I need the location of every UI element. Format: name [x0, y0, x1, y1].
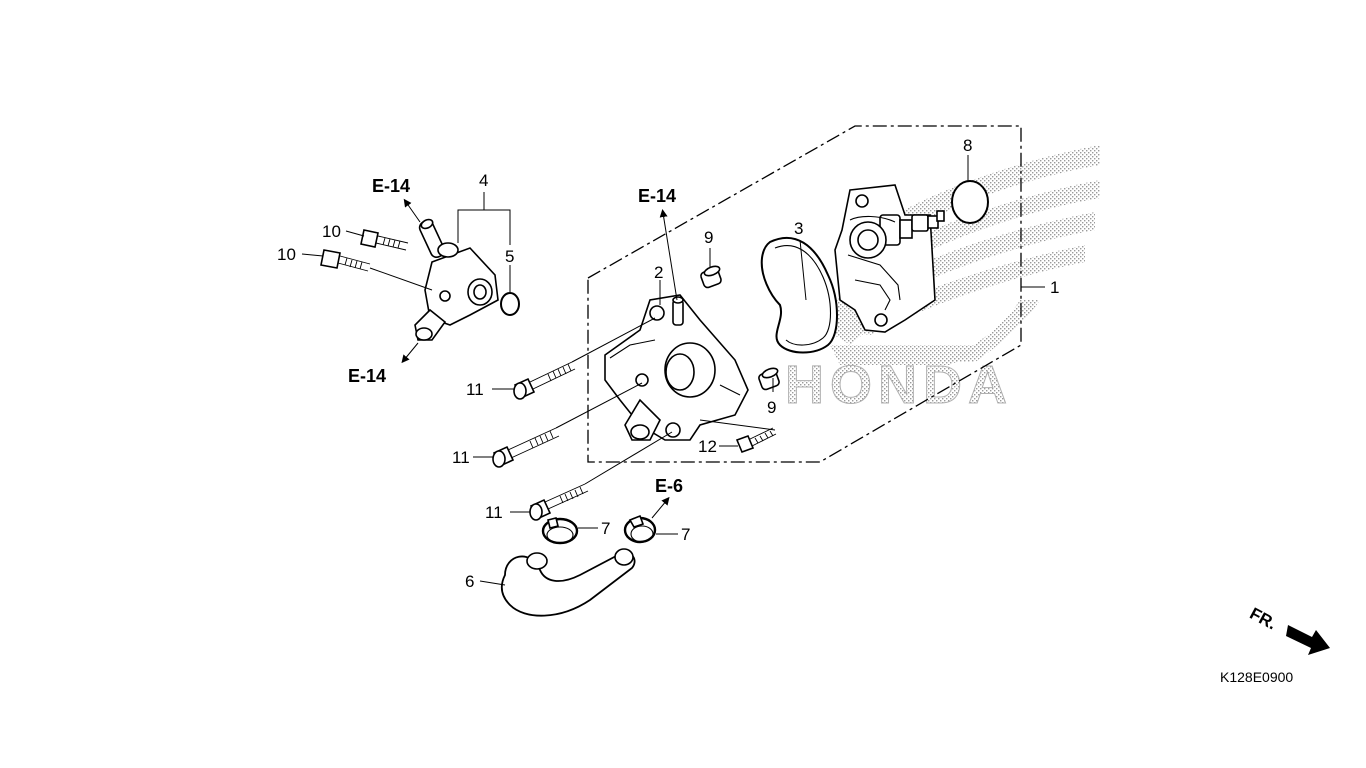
front-direction-label: FR.	[1247, 604, 1280, 634]
callout-9-upper: 9	[704, 228, 713, 247]
callout-10-upper: 10	[322, 222, 341, 241]
ref-e6[interactable]: E-6	[655, 476, 683, 496]
callout-11-upper: 11	[466, 380, 484, 399]
callout-10-lower: 10	[277, 245, 296, 264]
callout-7-right: 7	[681, 525, 690, 544]
bolt-12	[735, 427, 777, 454]
ref-e14-top-left[interactable]: E-14	[372, 176, 410, 196]
assembly-boundary	[587, 125, 1022, 463]
honda-watermark-text: HONDA	[785, 355, 1013, 415]
hose-clamp-7-right	[623, 514, 657, 544]
dowel-pin-9-lower	[758, 367, 780, 391]
callout-12: 12	[698, 437, 717, 456]
callout-7-left: 7	[601, 519, 610, 538]
water-pump-assembly	[834, 184, 945, 333]
callout-2: 2	[654, 263, 663, 282]
o-ring-8	[951, 180, 989, 224]
bolt-11-upper	[513, 361, 576, 400]
bolt-11-lower	[529, 483, 589, 521]
water-joint-4	[414, 218, 499, 341]
figure-code: K128E0900	[1220, 669, 1293, 685]
bolt-10-upper	[360, 229, 409, 251]
honda-wing-watermark: HONDA	[785, 145, 1100, 416]
callout-5: 5	[505, 247, 514, 266]
callout-9-lower: 9	[767, 398, 776, 417]
hose-clamp-7-left	[541, 517, 579, 545]
callout-8: 8	[963, 136, 972, 155]
callout-11-middle: 11	[452, 448, 470, 467]
front-direction-arrow	[1286, 625, 1330, 655]
dowel-pin-9-upper	[700, 265, 722, 289]
ref-e14-center[interactable]: E-14	[638, 186, 676, 206]
callout-3: 3	[794, 219, 803, 238]
pump-cover-2	[604, 294, 749, 441]
callout-11-lower: 11	[485, 503, 503, 522]
callout-leaders	[301, 155, 1045, 586]
water-hose-6	[500, 548, 636, 617]
bolt-11-middle	[492, 427, 560, 468]
callout-4: 4	[479, 171, 488, 190]
bolt-10-lower	[320, 249, 371, 272]
o-ring-5	[500, 292, 520, 316]
callout-1: 1	[1050, 278, 1059, 297]
callout-6: 6	[465, 572, 474, 591]
ref-e14-bottom-left[interactable]: E-14	[348, 366, 386, 386]
